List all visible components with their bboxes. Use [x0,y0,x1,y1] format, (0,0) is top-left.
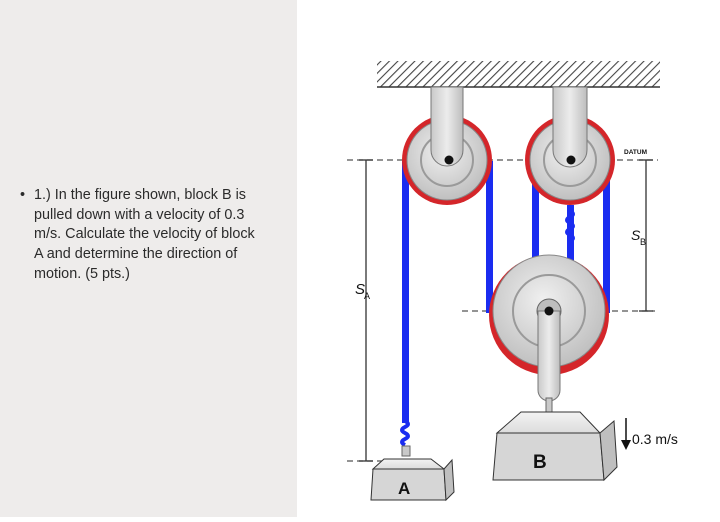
pulley-diagram: S A S B DATUM [347,61,678,502]
ceiling [377,61,660,88]
sa-dimension [359,159,373,462]
ropes [402,161,610,423]
question-list: 1.) In the figure shown, block B is pull… [20,186,260,285]
rope-knot-a [400,419,410,447]
pulley-right [525,86,615,265]
question-text: 1.) In the figure shown, block B is pull… [20,186,260,285]
block-b [492,411,618,482]
pulley-left [402,86,492,205]
sb-label: S [631,227,641,243]
datum-label: DATUM [624,149,647,156]
block-a-label: A [398,479,410,498]
block-a [370,445,455,502]
sa-subscript: A [364,291,370,301]
pulley-figure: S A S B DATUM [297,0,720,517]
sb-dimension [639,159,653,312]
block-b-label: B [533,452,547,473]
sb-subscript: B [640,237,646,247]
velocity-label: 0.3 m/s [632,431,678,447]
text-panel: 1.) In the figure shown, block B is pull… [0,0,297,517]
sa-label: S [355,281,365,298]
rope-knot-right [565,209,575,243]
pulley-moving [489,254,609,413]
velocity-arrow [621,418,631,450]
